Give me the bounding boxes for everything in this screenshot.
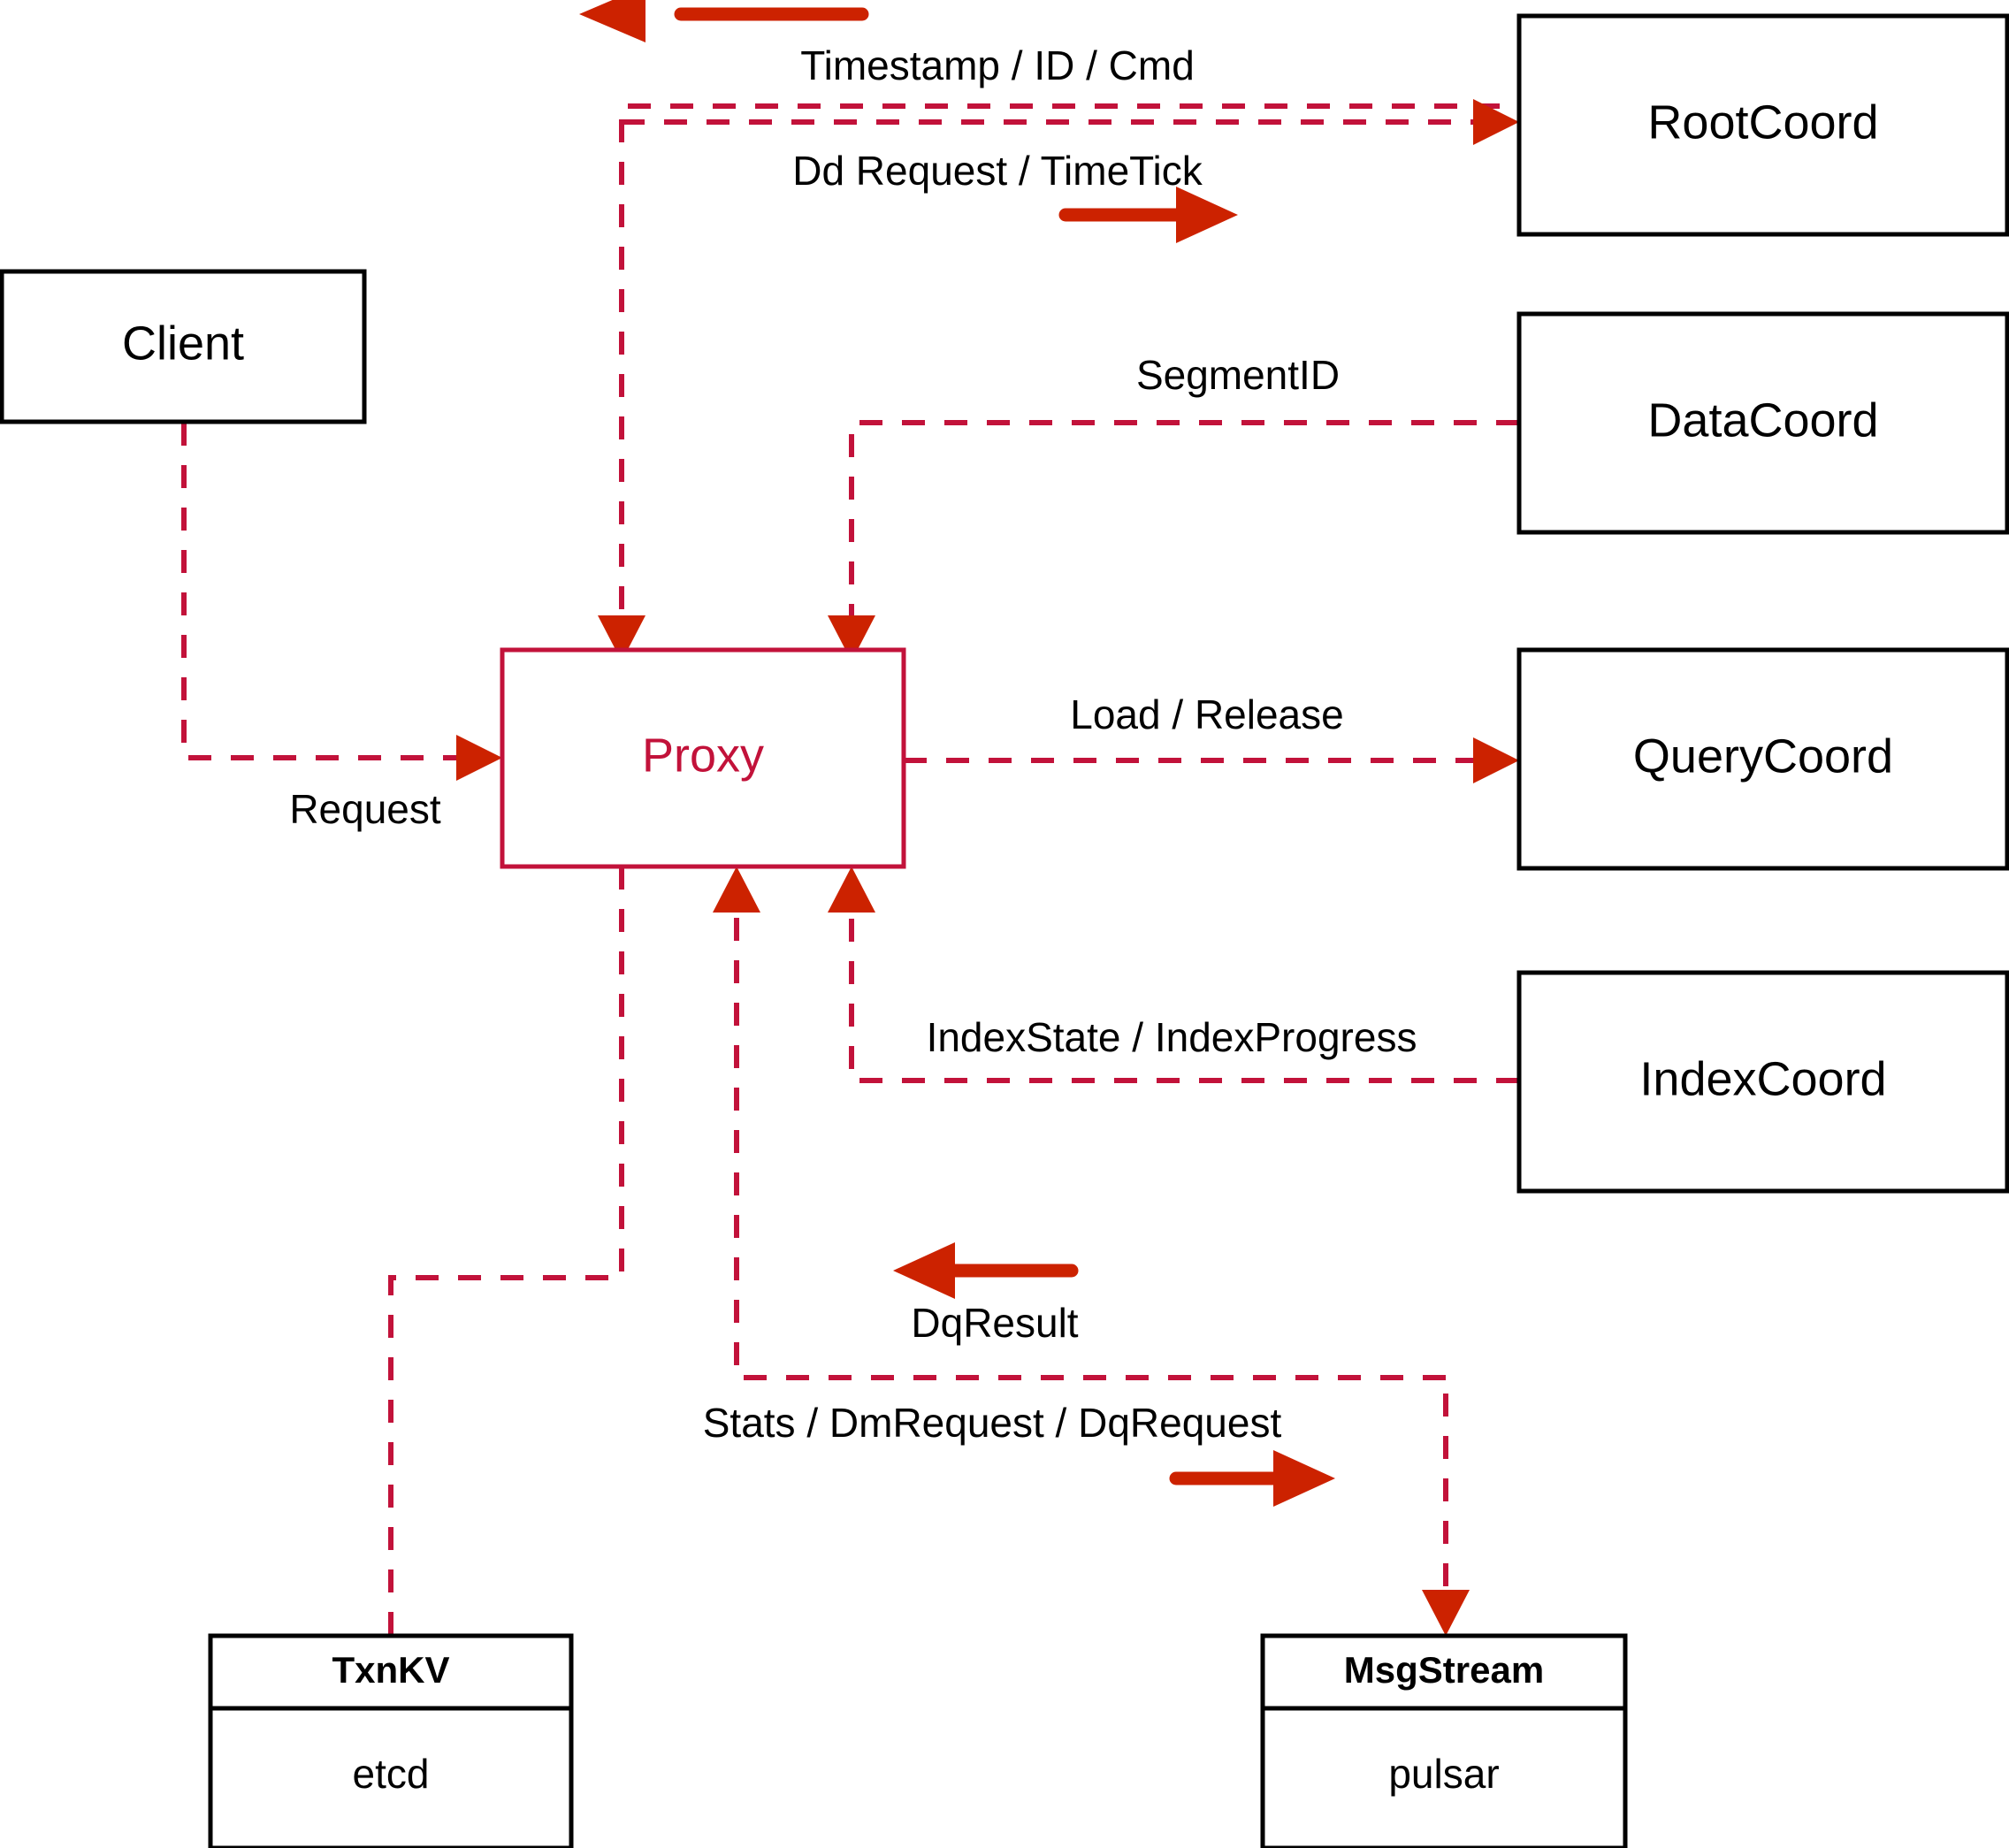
edge-label-rootcoord-in: Timestamp / ID / Cmd (800, 42, 1195, 88)
arrowhead-client (456, 735, 502, 781)
arrowhead-rootcoord-out (1473, 99, 1519, 145)
arrowhead-indexcoord (828, 867, 875, 913)
edge-path-datacoord (849, 420, 1519, 638)
node-proxy[interactable]: Proxy (500, 647, 906, 869)
node-datacoord-rect (1516, 311, 2009, 535)
node-client-label: Client (122, 317, 244, 370)
arrowhead-dqrequest (1422, 1590, 1470, 1636)
direction-arrow-left-top (579, 0, 869, 42)
edge-path-txnkv (388, 867, 624, 1636)
node-rootcoord[interactable]: RootCoord (1516, 13, 2009, 237)
node-txnkv-rect (208, 1633, 574, 1848)
arrowhead-datacoord (828, 615, 875, 661)
node-client-rect (0, 269, 367, 424)
edge-label-client: Request (289, 786, 441, 832)
node-txnkv-label: TxnKV (332, 1649, 449, 1691)
node-indexcoord-label: IndexCoord (1639, 1052, 1886, 1105)
node-datacoord[interactable]: DataCoord (1516, 311, 2009, 535)
edge-path-rootcoord-in (619, 103, 2009, 638)
arrowhead-rootcoord-in (598, 615, 645, 661)
node-msgstream-label: MsgStream (1344, 1649, 1544, 1691)
edge-label-querycoord: Load / Release (1070, 691, 1343, 737)
edge-path-client (181, 423, 479, 760)
edge-label-dqrequest: Stats / DmRequest / DqRequest (703, 1400, 1282, 1446)
edge-path-indexcoord (849, 890, 1519, 1083)
node-querycoord-label: QueryCoord (1633, 729, 1893, 783)
arrowhead-querycoord (1473, 737, 1519, 783)
node-client[interactable]: Client (0, 269, 367, 424)
edge-label-indexcoord: IndexState / IndexProgress (927, 1014, 1417, 1060)
direction-arrow-right-dqrequest (1169, 1450, 1335, 1507)
edge-label-datacoord: SegmentID (1136, 352, 1340, 398)
node-indexcoord-rect (1516, 970, 2009, 1194)
edge-path-dqresult (734, 890, 1446, 1380)
node-querycoord[interactable]: QueryCoord (1516, 647, 2009, 871)
node-txnkv[interactable]: TxnKV etcd (208, 1633, 574, 1848)
edge-label-dqresult: DqResult (911, 1300, 1078, 1346)
node-msgstream[interactable]: MsgStream pulsar (1260, 1633, 1628, 1848)
node-indexcoord[interactable]: IndexCoord (1516, 970, 2009, 1194)
node-proxy-label: Proxy (642, 729, 764, 782)
direction-arrow-right-ddrequest (1058, 187, 1238, 243)
node-rootcoord-rect (1516, 13, 2009, 237)
node-querycoord-rect (1516, 647, 2009, 871)
node-msgstream-rect (1260, 1633, 1628, 1848)
arrowhead-dqresult (713, 867, 760, 913)
edge-label-rootcoord-out: Dd Request / TimeTick (792, 148, 1203, 194)
node-txnkv-sublabel: etcd (353, 1751, 430, 1797)
node-rootcoord-label: RootCoord (1647, 95, 1878, 149)
node-proxy-rect (500, 647, 906, 869)
direction-arrow-left-dqresult (893, 1242, 1079, 1299)
node-msgstream-sublabel: pulsar (1388, 1751, 1499, 1797)
node-datacoord-label: DataCoord (1647, 393, 1878, 447)
